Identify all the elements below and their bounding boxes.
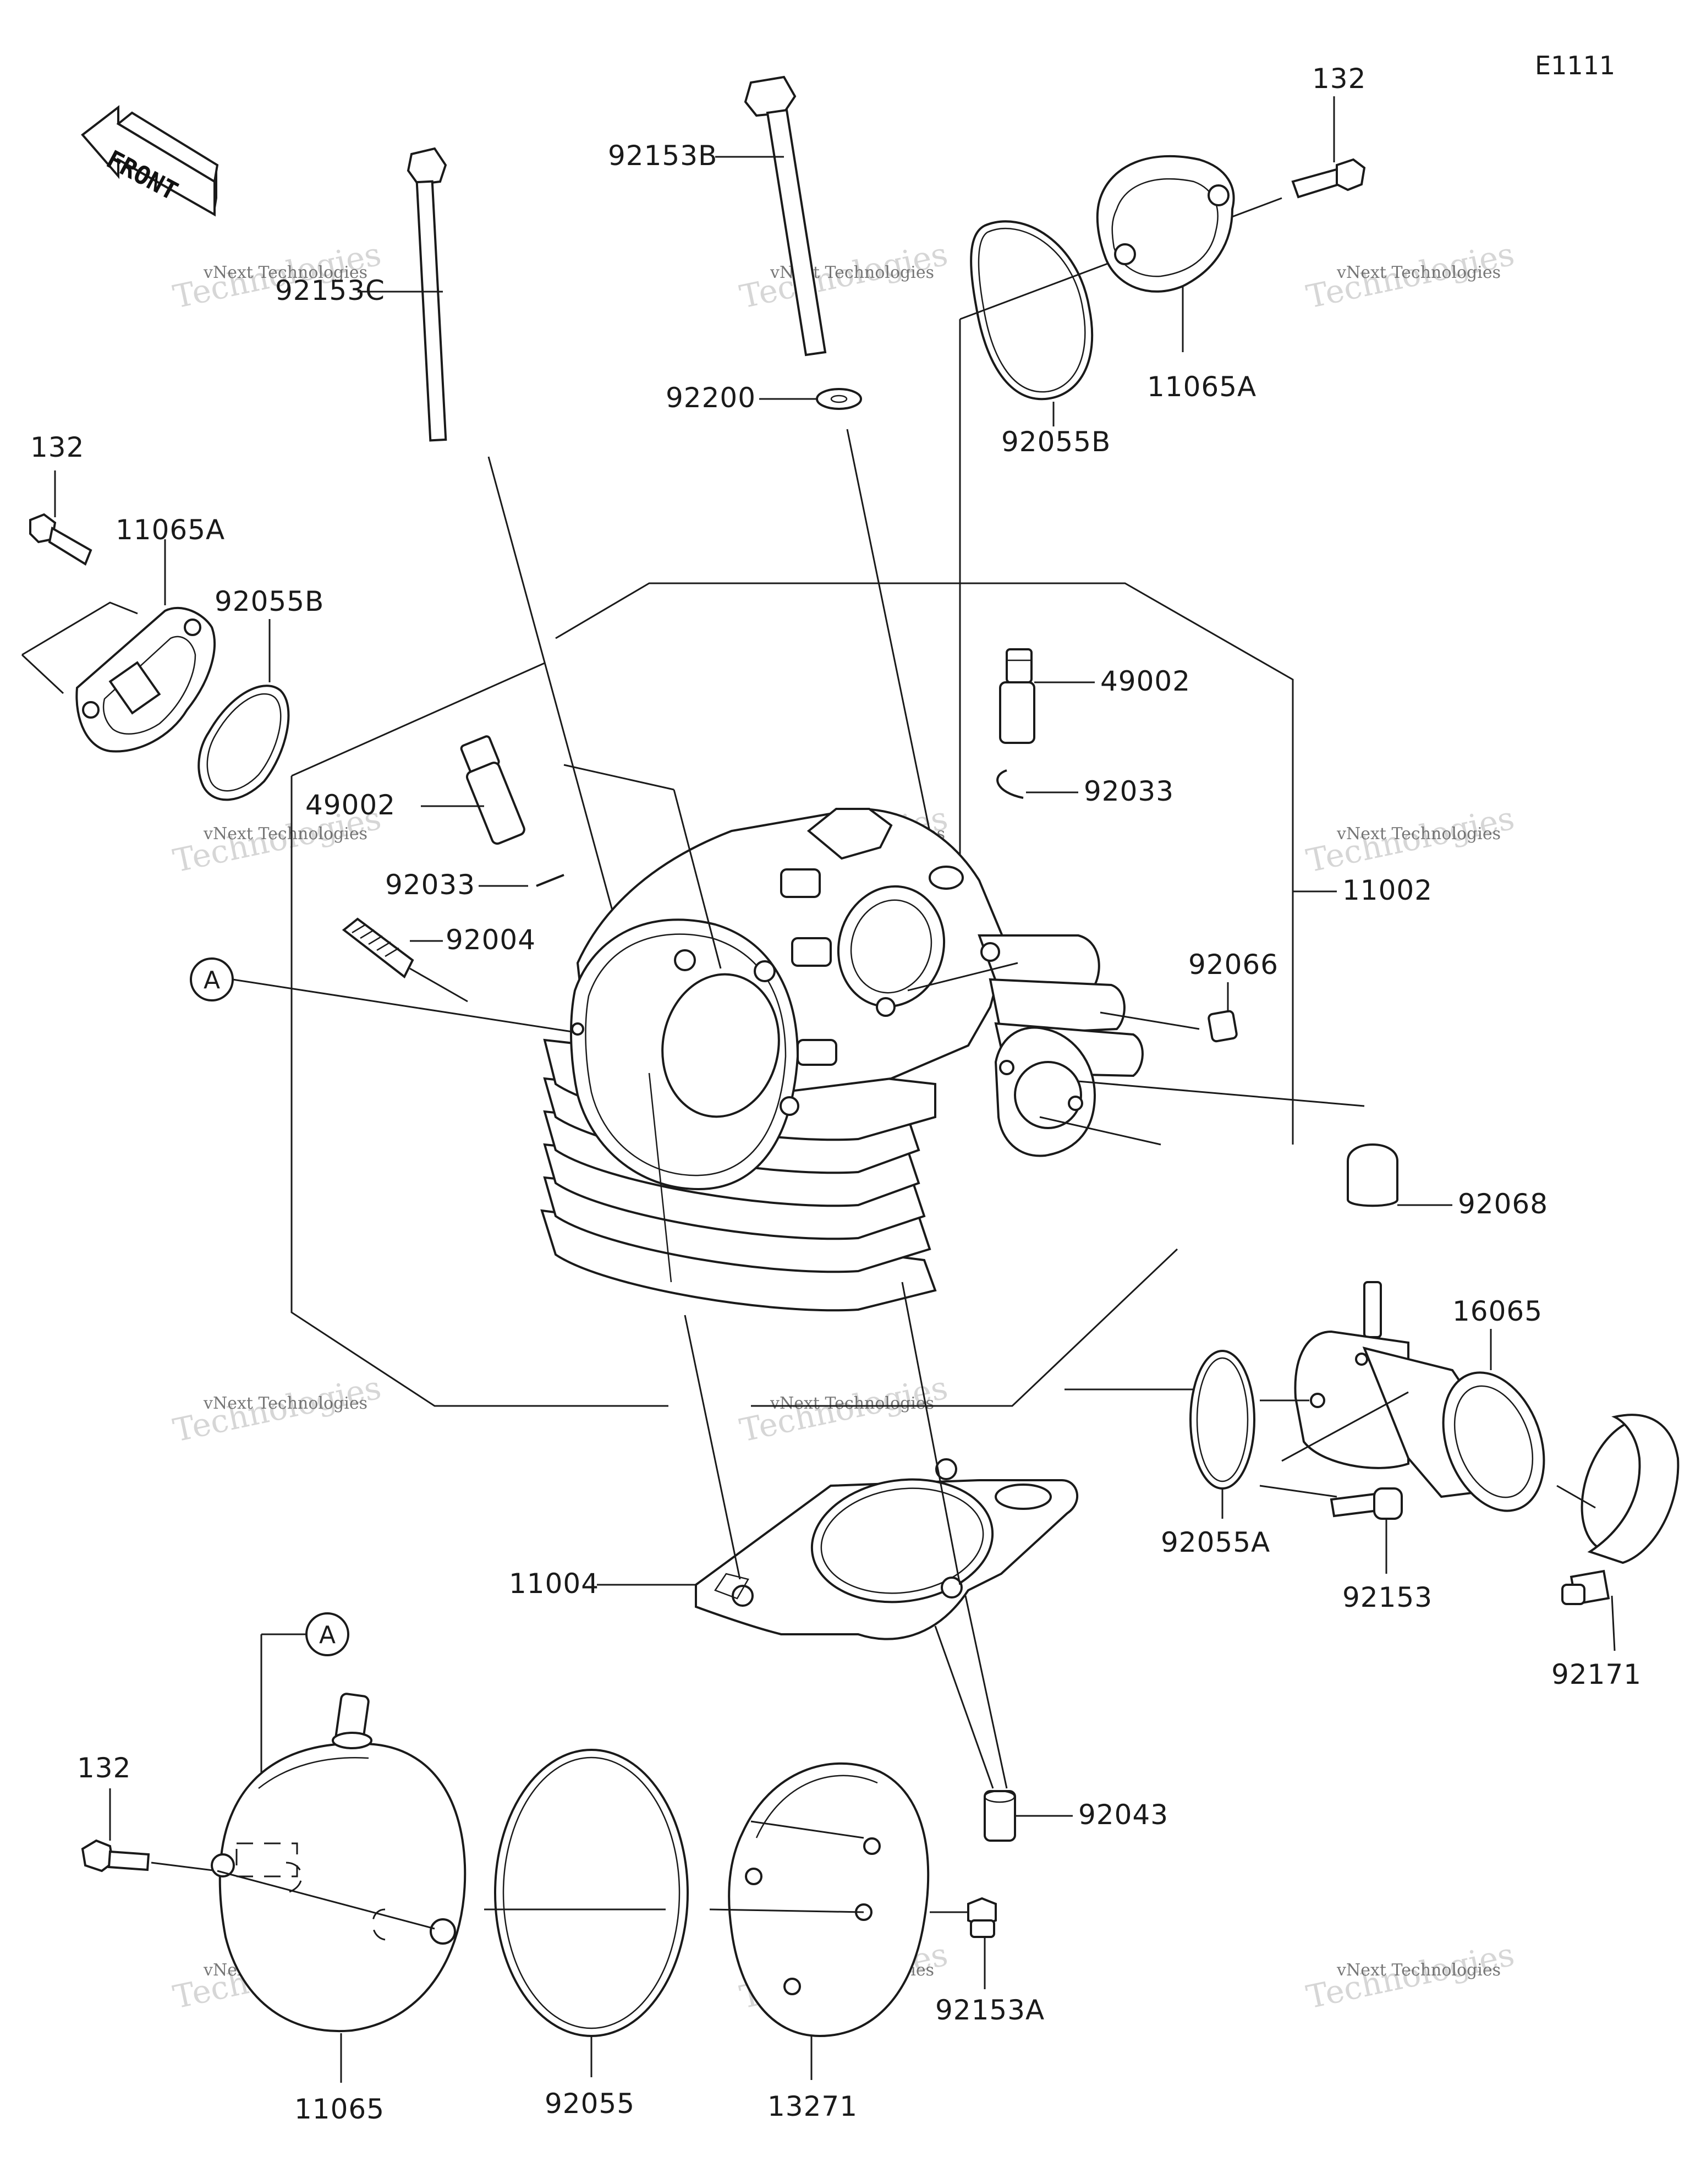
clamp-92171 [1556, 1414, 1680, 1651]
label-92055a: 92055A [1161, 1526, 1270, 1558]
label-92055b-top: 92055B [1001, 426, 1111, 458]
washer-92200 [759, 388, 862, 410]
diagram-code: E1111 [1535, 51, 1615, 80]
label-92004: 92004 [446, 924, 536, 956]
label-92033-left: 92033 [385, 869, 475, 901]
front-arrow-icon: FRONT [81, 105, 219, 217]
label-132-top: 132 [1312, 63, 1366, 95]
bolt-132-top [1291, 96, 1366, 199]
label-92171: 92171 [1551, 1658, 1642, 1690]
label-92055: 92055 [545, 2088, 635, 2120]
clip-92033-left [479, 874, 564, 887]
label-92153: 92153 [1342, 1581, 1433, 1613]
watermark: vNext Technologies [203, 1394, 367, 1413]
cylinder-head-11002 [540, 764, 1365, 1312]
callout-a-upper: A [190, 957, 573, 1033]
valve-guide-49002-left [421, 735, 525, 845]
o-ring-92055b-left [197, 619, 290, 801]
cylinder-head-assembly-bracket [290, 582, 1337, 1407]
label-11004: 11004 [509, 1568, 599, 1600]
o-ring-92055 [484, 1749, 689, 2077]
cover-plate-13271 [709, 1762, 930, 2080]
label-92033-right: 92033 [1084, 775, 1174, 807]
label-92153b: 92153B [608, 140, 717, 172]
label-132-bottom: 132 [77, 1752, 131, 1784]
label-11065a-top: 11065A [1147, 371, 1256, 403]
valve-guide-49002-right [999, 648, 1095, 744]
clip-92033-right [996, 769, 1078, 799]
watermark: vNext Technologies [203, 824, 367, 844]
label-92200: 92200 [666, 382, 756, 414]
label-16065: 16065 [1452, 1295, 1543, 1327]
head-gasket-11004 [597, 1282, 1078, 1789]
watermark: vNext Technologies [1336, 1961, 1501, 1980]
watermark: vNext Technologies [203, 263, 367, 282]
label-49002-left: 49002 [305, 789, 396, 821]
label-11065: 11065 [294, 2093, 385, 2125]
o-ring-92055b-top [959, 197, 1282, 858]
dowel-92066 [1208, 982, 1238, 1043]
cover-11065a-top [1096, 155, 1235, 352]
rocker-cover-11065 [211, 1693, 467, 2083]
intake-pipe-16065 [1065, 1281, 1545, 1512]
label-13271: 13271 [767, 2090, 858, 2122]
watermark: vNext Technologies [1336, 824, 1501, 844]
cap-92068 [1347, 1143, 1452, 1207]
label-132-left: 132 [30, 431, 84, 463]
label-49002-right: 49002 [1100, 665, 1190, 697]
label-11002: 11002 [1342, 874, 1433, 906]
callout-a-letter: A [204, 966, 220, 994]
part-labels: 92153B 132 92153C 11065A 92200 92055B 13… [30, 63, 1642, 2125]
cover-11065a-left [21, 539, 216, 753]
watermark: vNext Technologies [1336, 263, 1501, 282]
o-ring-92055a [1189, 1350, 1255, 1519]
bolt-132-left [29, 470, 92, 566]
stud-92153c [358, 147, 650, 1046]
stud-92004 [342, 917, 468, 1003]
callout-a-ref-letter: A [319, 1621, 336, 1649]
label-92068: 92068 [1458, 1188, 1548, 1220]
bolt-132-bottom [81, 1788, 218, 1873]
label-92153a: 92153A [935, 1994, 1045, 2026]
bolt-92153a [930, 1897, 997, 1989]
label-92043: 92043 [1078, 1799, 1168, 1831]
dowel-92043 [934, 1625, 1073, 1842]
label-92055b-left: 92055B [215, 585, 324, 617]
label-11065a-left: 11065A [116, 514, 225, 546]
bolt-92153 [1330, 1487, 1403, 1574]
label-92153c: 92153C [275, 275, 385, 306]
bolt-92153b [715, 75, 936, 859]
label-92066: 92066 [1188, 949, 1279, 981]
watermark: vNext Technologies [770, 1394, 934, 1413]
